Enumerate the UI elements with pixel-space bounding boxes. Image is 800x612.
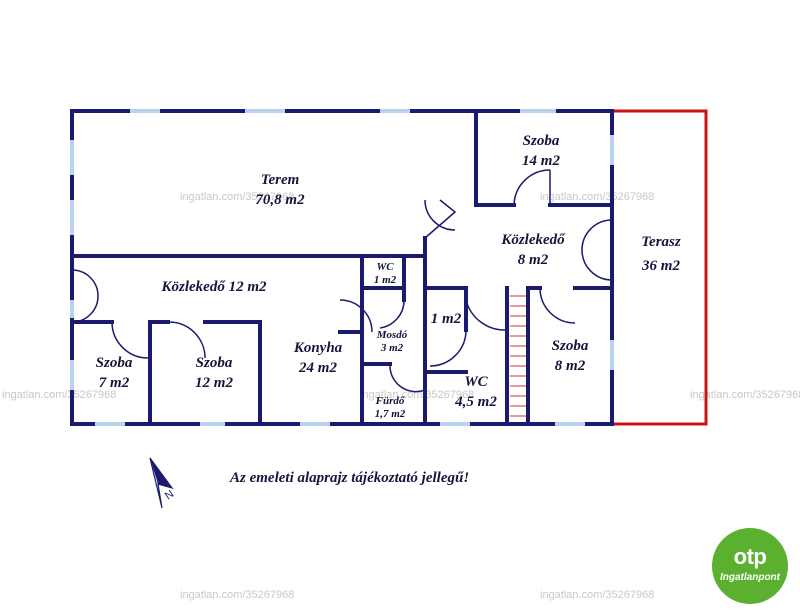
watermark: ingatlan.com/35267968 [690,389,800,401]
room-name-wc-large: WC [464,374,488,390]
room-name-konyha: Konyha [293,340,343,356]
compass-icon: N [149,457,176,509]
watermarks: ingatlan.com/35267968 ingatlan.com/35267… [2,191,800,601]
room-name-furdo: Fürdő [375,395,406,407]
room-area-szoba-7: 7 m2 [99,375,130,391]
room-area-terem: 70,8 m2 [255,192,305,208]
room-area-konyha: 24 m2 [298,360,337,376]
logo-brand: otp [733,544,767,569]
room-area-terasz: 36 m2 [641,258,680,274]
room-name-terasz: Terasz [641,234,681,250]
stairs [510,295,526,417]
door-swings [71,169,613,393]
room-area-szoba-8: 8 m2 [555,358,586,374]
disclaimer-note: Az emeleti alaprajz tájékoztató jellegű! [230,470,470,486]
room-name-szoba-8: Szoba [552,338,589,354]
watermark: ingatlan.com/35267968 [180,589,294,601]
room-name-kozlekedo-right: Közlekedő [500,232,566,248]
room-name-szoba-12: Szoba [196,355,233,371]
room-area-kozlekedo-right: 8 m2 [518,252,549,268]
watermark: ingatlan.com/35267968 [2,389,116,401]
room-area-szoba-12: 12 m2 [195,375,233,391]
room-name-szoba-top: Szoba [523,133,560,149]
compass-letter: N [163,488,176,502]
watermark: ingatlan.com/35267968 [360,389,474,401]
room-label-kozlekedo-left: Közlekedő 12 m2 [161,279,267,295]
otp-logo: otp Ingatlanpont [712,528,788,604]
room-labels: Terem 70,8 m2 Szoba 14 m2 Közlekedő 8 m2… [96,133,681,420]
room-name-mosdo: Mosdó [376,329,408,341]
watermark: ingatlan.com/35267968 [540,191,654,203]
watermark: ingatlan.com/35267968 [540,589,654,601]
watermark: ingatlan.com/35267968 [180,191,294,203]
room-label-closet: 1 m2 [431,311,462,327]
room-name-terem: Terem [261,172,300,188]
room-area-mosdo: 3 m2 [380,342,404,354]
windows [70,109,614,426]
room-name-szoba-7: Szoba [96,355,133,371]
room-area-szoba-top: 14 m2 [522,153,560,169]
room-name-wc-small: WC [376,261,394,273]
room-area-furdo: 1,7 m2 [375,408,406,420]
logo-subtitle: Ingatlanpont [720,572,780,583]
room-area-wc-small: 1 m2 [374,274,397,286]
room-area-wc-large: 4,5 m2 [454,394,497,410]
terrace-outline [612,109,708,426]
